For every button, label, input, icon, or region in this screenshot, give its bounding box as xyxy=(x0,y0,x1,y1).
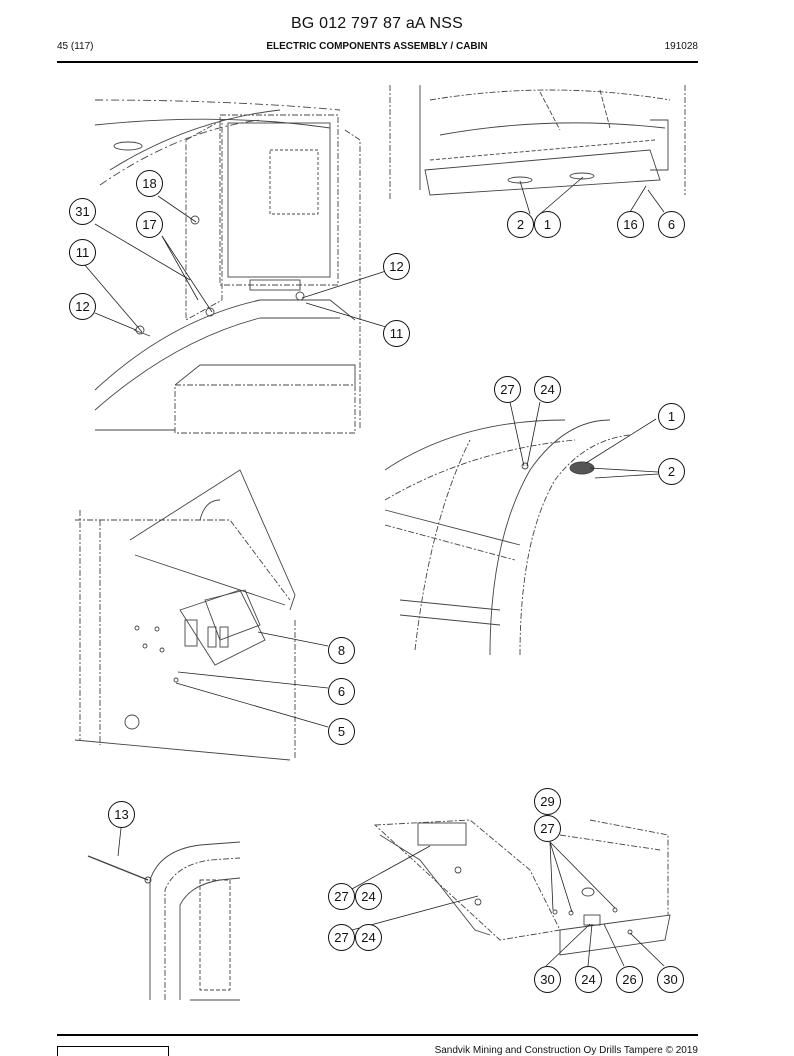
leader-lines xyxy=(83,176,665,967)
section-title: ELECTRIC COMPONENTS ASSEMBLY / CABIN xyxy=(266,41,488,52)
footer-copyright: Sandvik Mining and Construction Oy Drill… xyxy=(434,1045,698,1056)
callout-8: 8 xyxy=(328,637,355,664)
callout-31: 31 xyxy=(69,198,96,225)
view-connector-plate xyxy=(74,469,296,761)
brand-logo xyxy=(57,1046,169,1056)
callout-6: 6 xyxy=(328,678,355,705)
callout-26: 26 xyxy=(616,966,643,993)
footer-rule xyxy=(57,1034,698,1036)
callout-5: 5 xyxy=(328,718,355,745)
callout-12: 12 xyxy=(69,293,96,320)
callout-24: 24 xyxy=(355,883,382,910)
callout-29: 29 xyxy=(534,788,561,815)
callout-24: 24 xyxy=(575,966,602,993)
view-door-cable xyxy=(87,841,241,1001)
callout-18: 18 xyxy=(136,170,163,197)
callout-2: 2 xyxy=(658,458,685,485)
header-rule xyxy=(57,61,698,63)
callout-17: 17 xyxy=(136,211,163,238)
callout-30: 30 xyxy=(534,966,561,993)
callout-30: 30 xyxy=(657,966,684,993)
date-code: 191028 xyxy=(664,41,698,52)
callout-2: 2 xyxy=(507,211,534,238)
callout-11: 11 xyxy=(69,239,96,266)
callout-6: 6 xyxy=(658,211,685,238)
callout-11: 11 xyxy=(383,320,410,347)
callout-27: 27 xyxy=(328,883,355,910)
callout-16: 16 xyxy=(617,211,644,238)
callout-12: 12 xyxy=(383,253,410,280)
callout-27: 27 xyxy=(494,376,521,403)
callout-1: 1 xyxy=(534,211,561,238)
callout-1: 1 xyxy=(658,403,685,430)
callout-24: 24 xyxy=(534,376,561,403)
callout-24: 24 xyxy=(355,924,382,951)
view-roof-underside xyxy=(373,819,671,956)
callout-13: 13 xyxy=(108,801,135,828)
view-front-roof-lamps xyxy=(389,85,686,200)
page-number: 45 (117) xyxy=(57,41,94,52)
view-side-roof-arch xyxy=(384,419,631,656)
document-code: BG 012 797 87 aA NSS xyxy=(290,15,464,32)
view-roof-electric-box xyxy=(94,99,361,434)
callout-27: 27 xyxy=(328,924,355,951)
callout-27: 27 xyxy=(534,815,561,842)
